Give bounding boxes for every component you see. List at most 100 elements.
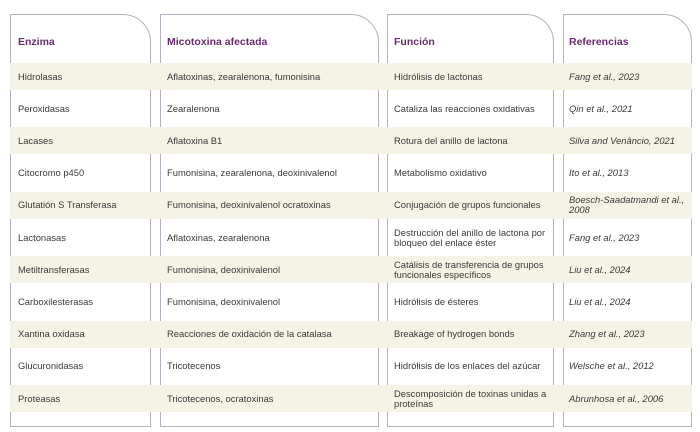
cell-text: Boesch-Saadatmandi et al., 2008 [569,194,685,216]
table-cell: Hidrólisis de lactonas [394,63,549,90]
cell-text: Fumonisina, deoxinivalenol [167,263,281,275]
header-referencias: Referencias [569,36,629,48]
table-cell: Peroxidasas [18,95,146,122]
table-cell: Fang et al., 2023 [569,63,687,90]
cell-text: Zearalenona [167,102,220,114]
table-cell: Boesch-Saadatmandi et al., 2008 [569,192,687,219]
table-cell: Welsche et al., 2012 [569,353,687,380]
cell-text: Fumonisina, deoxinivalenol [167,295,281,307]
table-cell: Metiltransferasas [18,256,146,283]
table-cell: Fumonisina, deoxinivalenol ocratoxinas [167,192,372,219]
cell-text: Proteasas [18,392,61,404]
row-band [10,256,692,284]
cell-text: Descomposición de toxinas unidas a prote… [394,387,547,409]
cell-text: Aflatoxinas, zearalenona [167,231,270,243]
cell-text: Welsche et al., 2012 [569,360,654,372]
table-cell: Tricotecenos, ocratoxinas [167,385,372,412]
cell-text: Liu et al., 2024 [569,295,631,307]
row-band [10,127,692,155]
cell-text: Hidrólisis de lactonas [394,70,483,82]
header-enzima: Enzima [18,36,55,48]
table-cell: Breakage of hydrogen bonds [394,321,549,348]
cell-text: Lacases [18,134,53,146]
table-cell: Conjugación de grupos funcionales [394,192,549,219]
table-cell: Proteasas [18,385,146,412]
cell-text: Fang et al., 2023 [569,70,640,82]
cell-text: Tricotecenos, ocratoxinas [167,392,274,404]
table-cell: Rotura del anillo de lactona [394,127,549,154]
table-cell: Descomposición de toxinas unidas a prote… [394,385,549,412]
cell-text: Glutatión S Transferasa [18,199,117,211]
table-cell: Abrunhosa et al., 2006 [569,385,687,412]
cell-text: Liu et al., 2024 [569,263,631,275]
cell-text: Zhang et al., 2023 [569,328,645,340]
row-band [10,385,692,412]
cell-text: Ito et al., 2013 [569,167,629,179]
cell-text: Metiltransferasas [18,263,90,275]
cell-text: Tricotecenos [167,360,221,372]
cell-text: Catálisis de transferencia de grupos fun… [394,258,544,280]
table-cell: Tricotecenos [167,353,372,380]
table-cell: Aflatoxina B1 [167,127,372,154]
table-cell: Fumonisina, deoxinivalenol [167,288,372,315]
table-cell: Hidrólisis de ésteres [394,288,549,315]
table-cell: Aflatoxinas, zearalenona, fumonisina [167,63,372,90]
cell-text: Hidrólisis de ésteres [394,295,479,307]
cell-text: Qin et al., 2021 [569,102,633,114]
table-cell: Ito et al., 2013 [569,160,687,187]
table-cell: Glucuronidasas [18,353,146,380]
table-cell: Lactonasas [18,224,146,251]
table-cell: Catálisis de transferencia de grupos fun… [394,256,549,283]
row-band [10,63,692,90]
table-cell: Hidrólisis de los enlaces del azúcar [394,353,549,380]
table-cell: Lacases [18,127,146,154]
cell-text: Aflatoxina B1 [167,134,223,146]
cell-text: Xantina oxidasa [18,328,85,340]
table-cell: Reacciones de oxidación de la catalasa [167,321,372,348]
column-frame-micotoxina [160,14,379,427]
table-cell: Aflatoxinas, zearalenona [167,224,372,251]
cell-text: Fumonisina, deoxinivalenol ocratoxinas [167,199,331,211]
table-cell: Qin et al., 2021 [569,95,687,122]
cell-text: Reacciones de oxidación de la catalasa [167,328,332,340]
table-cell: Liu et al., 2024 [569,256,687,283]
table-cell: Zhang et al., 2023 [569,321,687,348]
cell-text: Destrucción del anillo de lactona por bl… [394,226,546,248]
cell-text: Peroxidasas [18,102,70,114]
cell-text: Citocromo p450 [18,167,85,179]
table-cell: Zearalenona [167,95,372,122]
table-cell: Glutatión S Transferasa [18,192,146,219]
cell-text: Breakage of hydrogen bonds [394,328,515,340]
row-band [10,320,692,348]
cell-text: Hidrolasas [18,70,63,82]
column-frame-enzima [10,14,151,427]
cell-text: Conjugación de grupos funcionales [394,199,541,211]
header-micotoxina: Micotoxina afectada [167,36,268,48]
row-band [10,191,692,219]
table-cell: Silva and Venâncio, 2021 [569,127,687,154]
table-cell: Hidrolasas [18,63,146,90]
cell-text: Rotura del anillo de lactona [394,134,508,146]
cell-text: Metabolismo oxidativo [394,167,487,179]
table-cell: Carboxilesterasas [18,288,146,315]
column-frame-referencias [563,14,692,427]
cell-text: Aflatoxinas, zearalenona, fumonisina [167,70,321,82]
cell-text: Fumonisina, zearalenona, deoxinivalenol [167,167,337,179]
table-cell: Citocromo p450 [18,160,146,187]
cell-text: Silva and Venâncio, 2021 [569,134,675,146]
column-frame-funcion [387,14,554,427]
cell-text: Fang et al., 2023 [569,231,640,243]
cell-text: Glucuronidasas [18,360,84,372]
cell-text: Lactonasas [18,231,66,243]
table-cell: Liu et al., 2024 [569,288,687,315]
header-funcion: Función [394,36,435,48]
table-cell: Metabolismo oxidativo [394,160,549,187]
table-cell: Fang et al., 2023 [569,224,687,251]
table-cell: Cataliza las reacciones oxidativas [394,95,549,122]
cell-text: Carboxilesterasas [18,295,94,307]
cell-text: Hidrólisis de los enlaces del azúcar [394,360,541,372]
table-cell: Destrucción del anillo de lactona por bl… [394,224,549,251]
cell-text: Cataliza las reacciones oxidativas [394,102,535,114]
table-cell: Fumonisina, zearalenona, deoxinivalenol [167,160,372,187]
